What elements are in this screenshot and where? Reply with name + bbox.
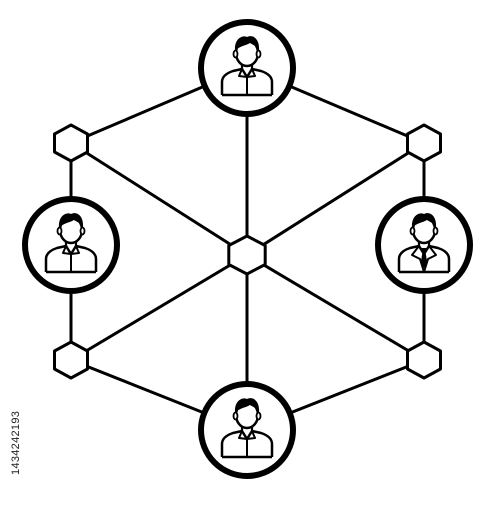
- hex-node-bottom-right-icon: [406, 340, 442, 380]
- avatar-left: [25, 199, 117, 291]
- edge-top-right-hex-to-center: [245, 141, 426, 257]
- hex-node-center-icon: [227, 234, 267, 276]
- businessman-icon: [378, 199, 470, 291]
- edge-top-left-hex-to-center: [69, 141, 249, 257]
- avatar-bottom: [201, 384, 293, 476]
- avatar-top: [201, 22, 293, 114]
- hex-node-top-left-icon: [53, 123, 89, 163]
- hex-node-bottom-left-icon: [53, 340, 89, 380]
- edge-bottom-left-hex-to-center: [69, 253, 249, 362]
- stock-id-watermark: 1434242193: [10, 410, 22, 475]
- hex-node-top-right-icon: [406, 123, 442, 163]
- hub-nodes: [53, 123, 442, 380]
- person-icon: [201, 384, 293, 476]
- person-icon: [201, 22, 293, 114]
- edge-bottom-right-hex-to-center: [245, 253, 426, 362]
- person-icon: [25, 199, 117, 291]
- avatar-right: [378, 199, 470, 291]
